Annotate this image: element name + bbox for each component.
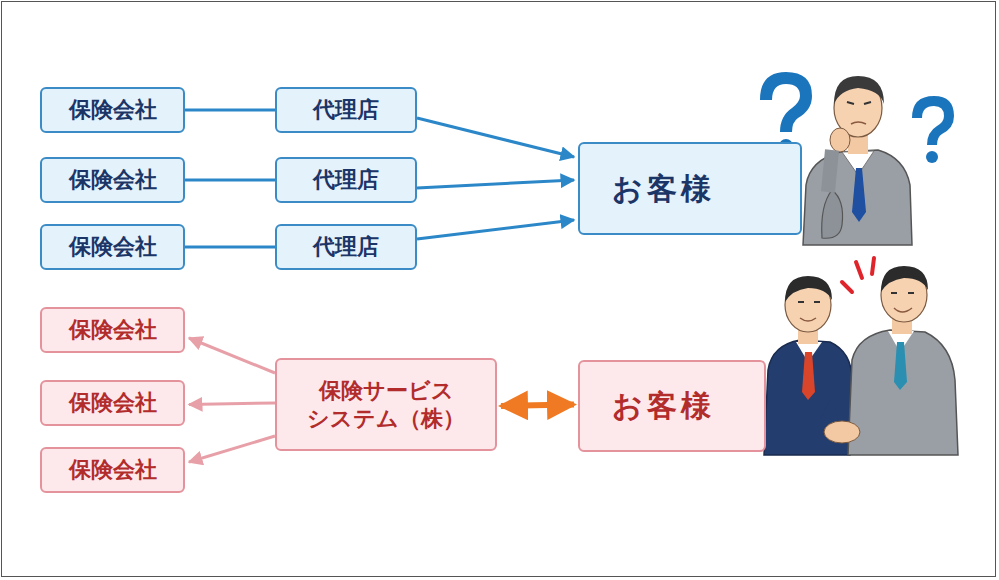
handshake-men (764, 266, 958, 455)
insurer-box: 保険会社 (40, 380, 185, 426)
box-label: 代理店 (313, 96, 379, 124)
connector-line (185, 109, 275, 112)
box-label: 代理店 (313, 166, 379, 194)
insurer-box: 保険会社 (40, 224, 185, 270)
connector-line (185, 246, 275, 249)
connector-arrow (417, 220, 574, 239)
box-label: 保険会社 (69, 96, 157, 124)
box-label: 保険会社 (69, 166, 157, 194)
box-label: 保険会社 (69, 456, 157, 484)
box-label: お客様 (612, 170, 715, 208)
service-company-box: 保険サービス システム（株） (275, 358, 497, 451)
agency-box: 代理店 (275, 157, 417, 203)
box-label: 保険サービス システム（株） (285, 377, 487, 432)
worried-man (803, 76, 912, 245)
insurer-box: 保険会社 (40, 307, 185, 353)
agency-box: 代理店 (275, 224, 417, 270)
box-label: 代理店 (313, 233, 379, 261)
agency-box: 代理店 (275, 87, 417, 133)
customer-box: お客様 (578, 142, 802, 235)
box-label: 保険会社 (69, 316, 157, 344)
customer-box: お客様 (578, 360, 766, 452)
box-label: 保険会社 (69, 389, 157, 417)
insurer-box: 保険会社 (40, 87, 185, 133)
connector-arrow (501, 405, 574, 407)
insurer-box: 保険会社 (40, 447, 185, 493)
box-label: 保険会社 (69, 233, 157, 261)
connector-arrow (417, 180, 574, 188)
connector-arrow (189, 338, 275, 373)
connector-arrow (417, 118, 574, 157)
connector-arrow (189, 436, 275, 462)
box-label: お客様 (612, 387, 715, 425)
insurer-box: 保険会社 (40, 157, 185, 203)
emphasis-lines (842, 258, 874, 292)
connector-arrow (189, 403, 275, 405)
connector-line (185, 179, 275, 182)
